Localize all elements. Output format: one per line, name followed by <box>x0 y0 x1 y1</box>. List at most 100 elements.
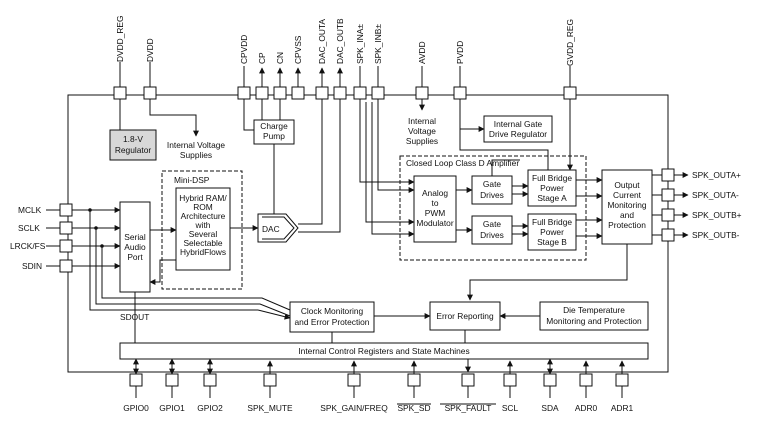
pin-label-spk-sd: SPK_SD <box>397 403 430 413</box>
pin-spk-mute <box>263 373 277 387</box>
pin-spk-outb-plus <box>661 208 675 222</box>
pin-label-sdin: SDIN <box>22 261 42 271</box>
hybrid-line-4: with <box>195 220 211 230</box>
regulator-line-2: Regulator <box>115 145 152 155</box>
control-registers-label: Internal Control Registers and State Mac… <box>298 346 469 356</box>
serial-audio-line-1: Serial <box>124 232 146 242</box>
sdout-label: SDOUT <box>120 312 149 322</box>
pin-spk-outa-minus <box>661 188 675 202</box>
bridge-b-line-3: Stage B <box>537 237 567 247</box>
gate-drives-b-line-2: Drives <box>480 230 504 240</box>
hybrid-line-7: HybridFlows <box>180 247 226 257</box>
pin-label-cpvdd: CPVDD <box>239 35 249 64</box>
gate-drive-reg-line-1: Internal Gate <box>494 119 543 129</box>
pin-adr0 <box>579 373 593 387</box>
pin-label-spk-fault: SPK_FAULT <box>445 403 492 413</box>
pin-label-sda: SDA <box>541 403 559 413</box>
pin-label-pvdd: PVDD <box>455 41 465 64</box>
serial-audio-line-2: Audio <box>124 242 146 252</box>
analog-pwm-line-1: Analog <box>422 188 448 198</box>
pin-sdin <box>59 259 73 273</box>
clock-monitoring-block <box>289 301 375 333</box>
pin-scl <box>503 373 517 387</box>
regulator-1v8-block <box>109 129 157 161</box>
int-voltage-right-line-2: Voltage <box>408 126 436 136</box>
pin-dvdd-reg <box>113 86 127 100</box>
pin-label-adr0: ADR0 <box>575 403 598 413</box>
pin-spk-fault <box>461 373 475 387</box>
pin-lrck-fs <box>59 239 73 253</box>
pin-label-avdd: AVDD <box>417 41 427 64</box>
charge-pump-line-2: Pump <box>263 131 285 141</box>
pin-label-spk-gain-freq: SPK_GAIN/FREQ <box>320 403 388 413</box>
die-temperature-block <box>539 301 649 331</box>
charge-pump-block <box>253 119 295 145</box>
analog-pwm-block <box>413 175 457 243</box>
pin-label-sclk: SCLK <box>18 223 40 233</box>
bridge-a-line-1: Full Bridge <box>532 173 572 183</box>
pin-label-dac-outb: DAC_OUTB <box>335 18 345 64</box>
pin-label-dvdd-reg: DVDD_REG <box>115 15 125 62</box>
full-bridge-a-block <box>527 169 577 207</box>
hybrid-line-6: Selectable <box>183 238 222 248</box>
pin-spk-gain-freq <box>347 373 361 387</box>
pin-spk-ina <box>353 86 367 100</box>
analog-pwm-line-3: PWM <box>425 208 445 218</box>
gate-drives-a-block <box>471 175 513 205</box>
pin-cp <box>255 86 269 100</box>
hybrid-ram-rom-block <box>175 187 231 271</box>
pin-sclk <box>59 221 73 235</box>
pin-dac-outb <box>333 86 347 100</box>
pin-cn <box>273 86 287 100</box>
analog-pwm-line-4: Modulator <box>416 218 453 228</box>
serial-audio-line-3: Port <box>127 252 143 262</box>
pin-label-spk-outa-plus: SPK_OUTA+ <box>692 170 741 180</box>
gate-drives-a-line-1: Gate <box>483 179 501 189</box>
pin-label-dvdd: DVDD <box>145 38 155 62</box>
regulator-line-1: 1.8-V <box>123 134 143 144</box>
bridge-b-line-1: Full Bridge <box>532 217 572 227</box>
output-monitor-line-1: Output <box>614 180 640 190</box>
output-monitor-line-4: and <box>620 210 634 220</box>
pin-spk-sd <box>407 373 421 387</box>
pin-gpio2 <box>203 373 217 387</box>
clock-monitor-line-2: and Error Protection <box>295 317 370 327</box>
class-d-title: Closed Loop Class D Amplifier <box>406 158 519 168</box>
pin-label-scl: SCL <box>502 403 519 413</box>
pin-label-adr1: ADR1 <box>611 403 634 413</box>
int-voltage-right-line-1: Internal <box>408 116 436 126</box>
hybrid-line-2: ROM <box>193 202 213 212</box>
bridge-b-line-2: Power <box>540 227 564 237</box>
pin-mclk <box>59 203 73 217</box>
pin-spk-outb-minus <box>661 228 675 242</box>
pin-gpio0 <box>129 373 143 387</box>
pin-label-spk-outb-plus: SPK_OUTB+ <box>692 210 742 220</box>
pin-avdd <box>415 86 429 100</box>
die-temp-line-2: Monitoring and Protection <box>546 316 642 326</box>
bridge-a-line-2: Power <box>540 183 564 193</box>
gate-drives-b-line-1: Gate <box>483 219 501 229</box>
hybrid-line-1: Hybrid RAM/ <box>179 193 227 203</box>
pin-label-lrck-fs: LRCK/FS <box>10 241 46 251</box>
pin-pvdd <box>453 86 467 100</box>
gate-drive-reg-line-2: Drive Regulator <box>489 129 547 139</box>
left-pins: MCLK SCLK LRCK/FS SDIN <box>10 203 291 317</box>
error-reporting-label: Error Reporting <box>436 311 494 321</box>
pin-spk-outa-plus <box>661 168 675 182</box>
gate-drives-a-line-2: Drives <box>480 190 504 200</box>
hybrid-line-3: Architecture <box>181 211 226 221</box>
int-voltage-left-line-2: Supplies <box>180 150 212 160</box>
pin-spk-inb <box>371 86 385 100</box>
pin-label-cp: CP <box>257 52 267 64</box>
pin-gvdd-reg <box>563 86 577 100</box>
hybrid-line-5: Several <box>189 229 218 239</box>
pin-adr1 <box>615 373 629 387</box>
pin-dac-outa <box>315 86 329 100</box>
pin-label-spk-outa-minus: SPK_OUTA- <box>692 190 739 200</box>
pin-label-gpio2: GPIO2 <box>197 403 223 413</box>
control-registers-block <box>119 342 649 360</box>
int-voltage-left-line-1: Internal Voltage <box>167 140 226 150</box>
analog-pwm-line-2: to <box>432 198 439 208</box>
output-monitoring-block <box>601 169 653 245</box>
pin-label-spk-ina: SPK_INA± <box>355 24 365 64</box>
